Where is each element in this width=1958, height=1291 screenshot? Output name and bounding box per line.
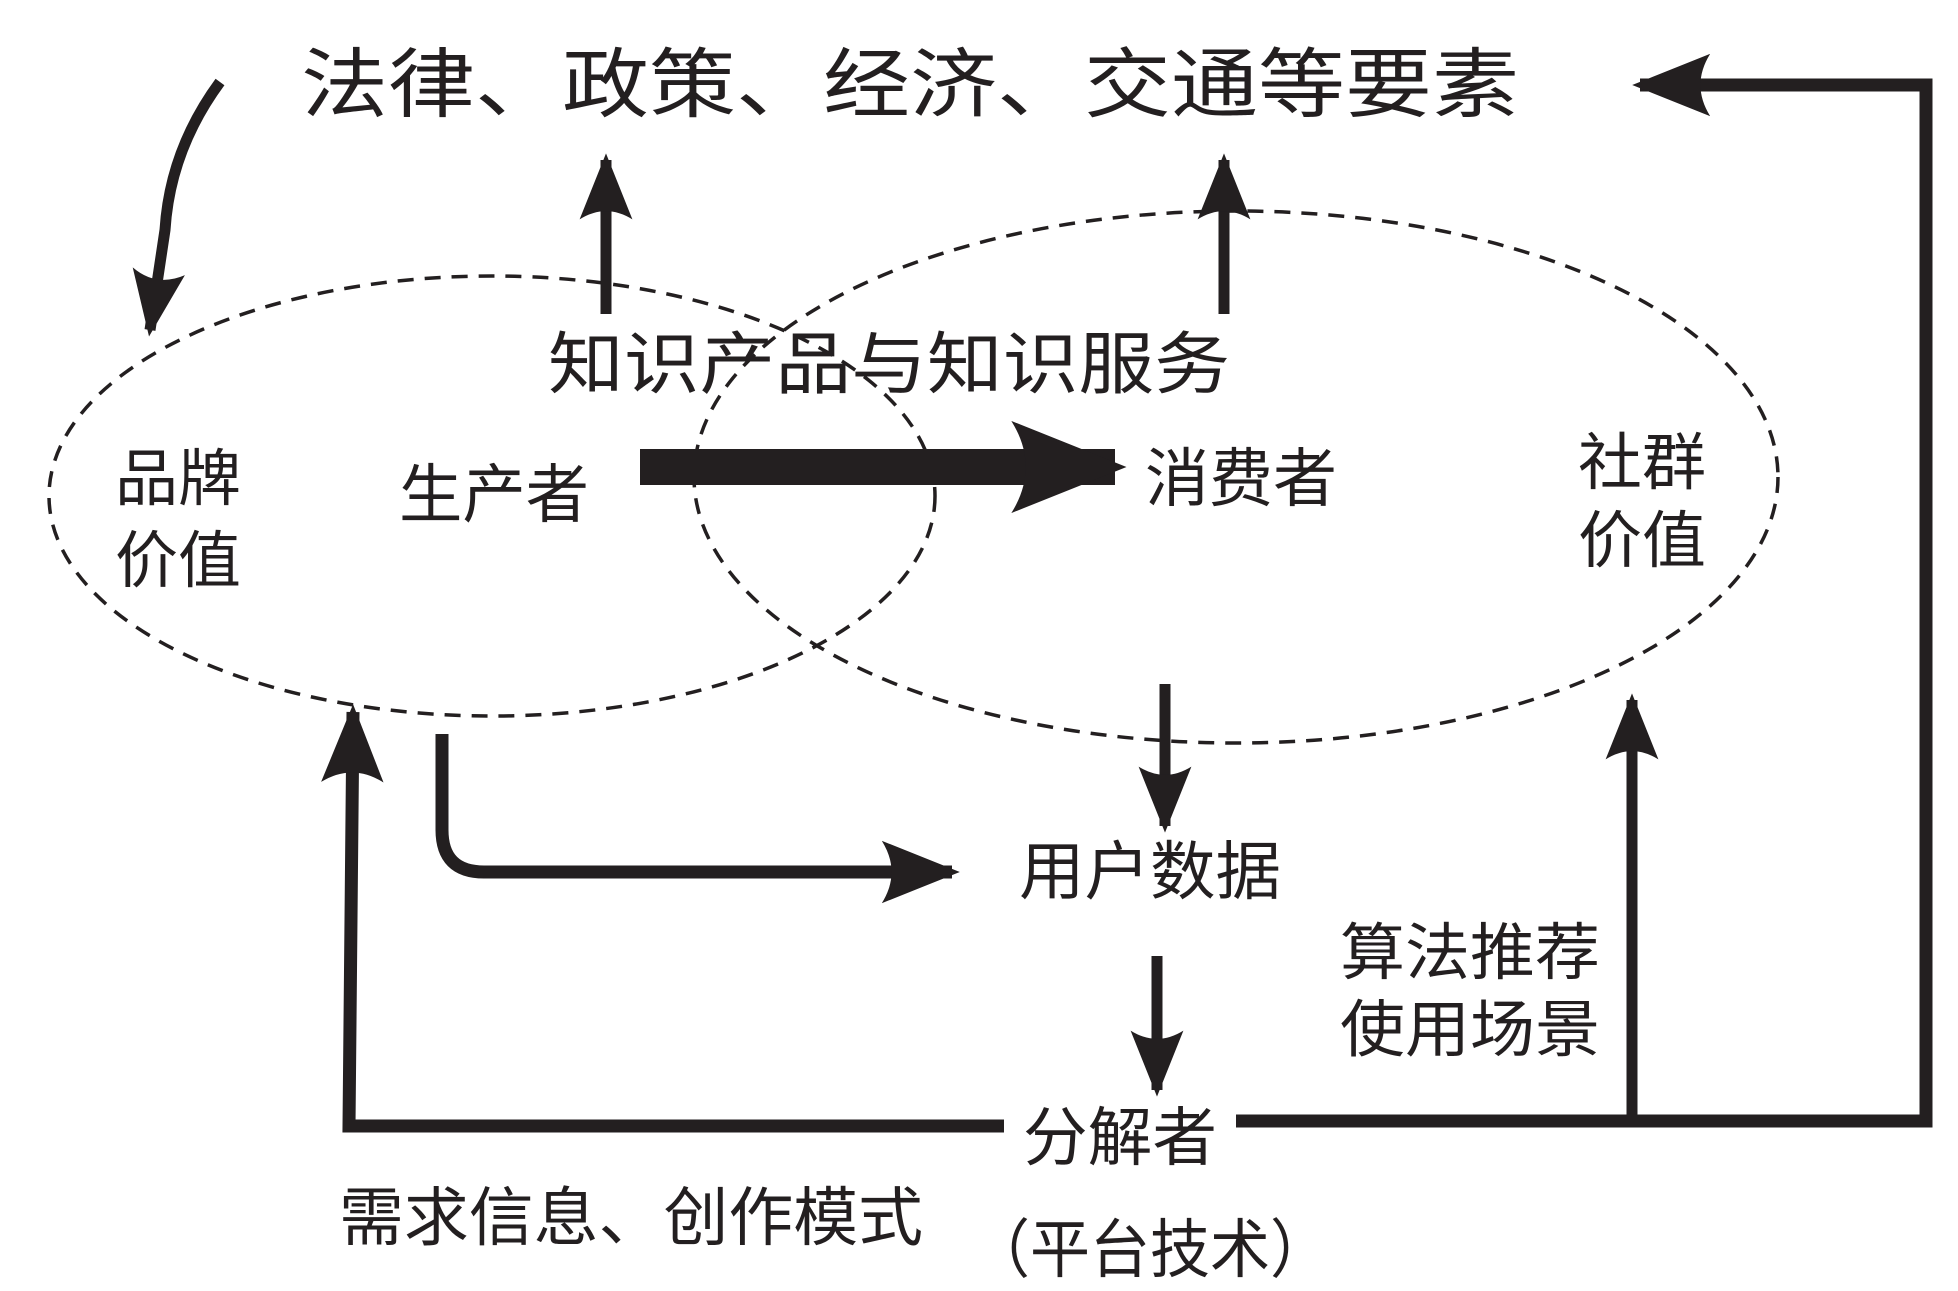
node-user-data: 用户数据 bbox=[1019, 836, 1281, 910]
label-community-value-line2: 价值 bbox=[1578, 504, 1706, 577]
label-knowledge-products: 知识产品与知识服务 bbox=[548, 326, 1230, 405]
title-factors: 法律、政策、经济、交通等要素 bbox=[301, 40, 1519, 129]
node-consumer: 消费者 bbox=[1145, 443, 1337, 517]
label-feedback: 需求信息、创作模式 bbox=[339, 1182, 923, 1256]
node-decomposer: 分解者 bbox=[1023, 1102, 1217, 1176]
label-brand-value-line2: 价值 bbox=[115, 524, 241, 597]
arrow-decomposer-to-factors bbox=[1236, 53, 1933, 1128]
arrow-decomposer-to-producer bbox=[321, 704, 1004, 1133]
label-community-value-line1: 社群 bbox=[1578, 426, 1706, 499]
node-producer: 生产者 bbox=[399, 459, 589, 533]
arrow-producer-to-user-data bbox=[435, 734, 960, 904]
label-algorithm-line1: 算法推荐 bbox=[1340, 916, 1600, 989]
arrow-factors-to-producer bbox=[132, 78, 225, 337]
label-decomposer-note: （平台技术） bbox=[970, 1214, 1330, 1288]
label-algorithm-line2: 使用场景 bbox=[1340, 993, 1600, 1066]
producer-ellipse bbox=[47, 274, 937, 718]
label-brand-value-line1: 品牌 bbox=[115, 442, 241, 515]
